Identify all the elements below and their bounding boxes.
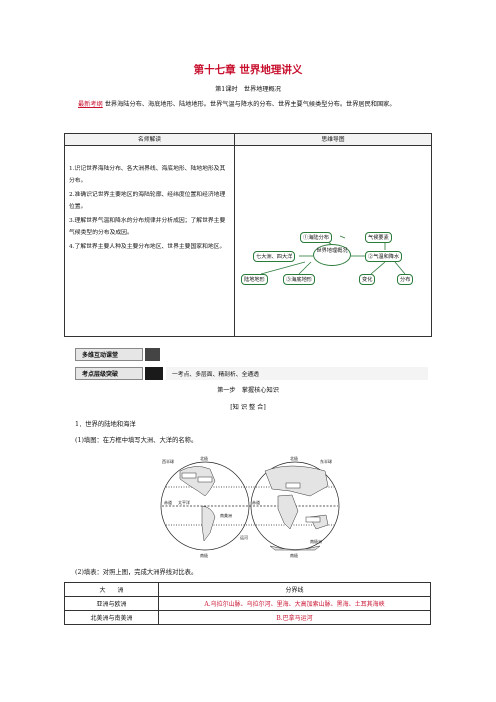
mm-node-7: 变化 [359,274,376,285]
mm-center: 世界地理概况 [313,244,351,266]
eurasia-shape [264,465,329,497]
section-heading: [知 识 整 合] [230,404,266,411]
kaogang-paragraph: 最新考纲 世界海陆分布、海底地形、陆地地形。世界气温与降水的分布、世界主要气候类… [78,99,430,111]
label-equator-w: 赤道 [164,499,172,505]
t2-row1-c1: 亚洲与欧洲 [64,596,159,611]
t2-row2-c2: B.巴拿马运河 [158,610,431,625]
mindmap-cell: ①海陆分布 气候要素 七大洲、四大洋 世界地理概况 ②气温和降水 陆地地形 ③海… [234,145,432,337]
item-4: 4.了解世界主要人种及主要分布地区、世界主要国家和地区。 [69,244,226,250]
kaogang-text: 世界海陆分布、海底地形、陆地地形。世界气温与降水的分布、世界主要气候类型分布。世… [104,101,396,108]
task-1: (1)填图：在方框中填写大洲、大洋的名称。 [75,437,198,444]
label-s-america: 南美洲 [220,512,232,518]
mm-node-4: ②气温和降水 [365,251,403,262]
banner2-icon [145,367,163,380]
banner2-slogan: 一考点、多层面、精剖析、全通透 [166,367,428,380]
mm-node-5: 陆地地形 [241,274,268,285]
blank-box-2 [197,476,213,483]
world-map-figure: 北极 北极 西半球 东半球 赤道 赤道 太平洋 南美洲 运河 南极洲 南极 南极 [160,455,340,558]
mm-node-8: 分布 [397,274,414,285]
mindmap-lines [260,235,406,275]
item-2: 2.准确识记世界主要地区的海陆轮廓、经纬度位置和经济地理位置。 [69,192,226,210]
label-pacific: 太平洋 [178,499,190,505]
label-north-pole-w: 北极 [200,455,208,461]
antarctica-shape [269,545,321,551]
blank-box-3 [285,482,301,489]
item-3: 3.理解世界气温和降水的分布规律并分析成因；了解世界主要气候类型的分布及成因。 [69,218,226,236]
africa-shape [277,494,299,530]
label-antarctica: 南极洲 [310,538,322,544]
table-row: 北美洲与南美洲 B.巴拿马运河 [64,610,431,625]
label-north-pole-e: 北极 [290,455,298,461]
south-america-shape [201,505,216,542]
label-canal: 运河 [240,534,248,540]
banner-interactive-class: 多维互动课堂 [75,348,143,361]
col2-header: 思维导图 [234,133,432,146]
blank-box-1 [181,472,197,479]
lesson-subtitle: 第1课时 世界地理概况 [215,86,281,93]
label-equator-e: 赤道 [252,499,260,505]
mm-node-2: 气候要素 [365,232,392,243]
west-hemisphere-globe [160,461,250,551]
label-west-hemi: 西半球 [162,458,174,464]
item-1: 1.识记世界海陆分布、各大洲界线、海底地形、陆地地形及其分布。 [69,166,226,184]
t2-header-1: 大 洲 [64,582,159,597]
interpretation-cell: 1.识记世界海陆分布、各大洲界线、海底地形、陆地地形及其分布。 2.准确识记世界… [64,145,235,337]
t2-header-2: 分界线 [158,582,431,597]
topic-heading: 1．世界的陆地和海洋 [75,421,136,428]
interpretation-table: 名师解读 思维导图 1.识记世界海陆分布、各大洲界线、海底地形、陆地地形及其分布… [64,133,432,337]
mm-node-3: 七大洲、四大洋 [253,251,296,262]
mm-node-1: ①海陆分布 [300,232,332,243]
t2-row2-c1: 北美洲与南美洲 [64,610,159,625]
mm-node-6: ③海底地形 [283,274,315,285]
col1-header: 名师解读 [64,133,235,146]
banner-level-breakthrough: 考点层级突破 [75,367,143,380]
label-south-pole-e: 南极 [290,552,298,558]
blank-box-4 [305,516,321,523]
t2-row1-c2: A.乌拉尔山脉、乌拉尔河、里海、大高加索山脉、黑海、土耳其海峡 [158,596,431,611]
page-title: 第十七章 世界地理讲义 [193,64,303,76]
table-row: 亚洲与欧洲 A.乌拉尔山脉、乌拉尔河、里海、大高加索山脉、黑海、土耳其海峡 [64,596,431,611]
label-south-pole-w: 南极 [200,552,208,558]
banner1-icon [145,348,160,361]
kaogang-label: 最新考纲 [78,101,103,108]
boundary-table: 大 洲 分界线 亚洲与欧洲 A.乌拉尔山脉、乌拉尔河、里海、大高加索山脉、黑海、… [64,582,431,625]
task-2: (2)填表：对照上图，完成大洲界线对比表。 [75,569,198,576]
label-east-hemi: 东半球 [320,458,332,464]
step-heading: 第一步 掌握核心知识 [217,387,279,394]
